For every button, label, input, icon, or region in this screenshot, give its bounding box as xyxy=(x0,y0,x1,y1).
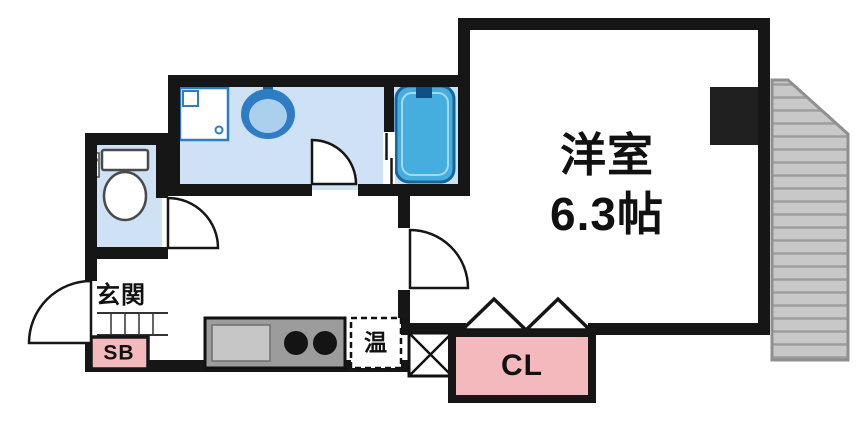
bath-faucet-icon xyxy=(416,87,432,98)
wall-segment xyxy=(358,184,470,196)
bathtub xyxy=(394,84,456,184)
water-heater-label: 温 xyxy=(364,329,388,356)
wall-segment xyxy=(458,18,770,30)
pipe-space xyxy=(407,331,454,378)
folding-door-icon xyxy=(521,296,595,332)
burner-icon xyxy=(313,331,337,355)
sink-basin xyxy=(249,99,287,133)
wall-segment xyxy=(168,184,312,196)
sink xyxy=(241,87,295,139)
shoe-box xyxy=(89,335,150,371)
walls xyxy=(85,18,770,372)
main-room-size-label: 6.3帖 xyxy=(550,188,664,240)
wall-segment xyxy=(758,18,770,335)
wall-segment xyxy=(85,247,168,259)
water-heater-box xyxy=(349,316,403,370)
wall-segment xyxy=(398,190,410,228)
main-room-door-arc xyxy=(408,228,470,290)
burner-icon xyxy=(284,331,308,355)
main-room-name-label: 洋室 xyxy=(560,129,654,181)
shoe-box-label: SB xyxy=(103,341,135,365)
toilet-door-arc xyxy=(166,196,220,250)
kitchen-sink xyxy=(211,324,271,362)
wall-segment xyxy=(384,87,394,132)
kitchen-counter xyxy=(203,316,347,370)
closet-label: CL xyxy=(501,349,543,382)
toilet-bowl xyxy=(102,170,148,222)
door-arcs xyxy=(27,138,470,345)
wall-segment xyxy=(156,133,168,198)
pillar xyxy=(710,87,758,145)
wall-segment xyxy=(168,75,180,190)
folding-door-icon xyxy=(457,296,531,332)
closet-box xyxy=(448,329,596,403)
wall-segment xyxy=(85,133,97,281)
entrance-door-arc xyxy=(27,279,93,345)
wall-segment xyxy=(588,323,770,335)
entrance-label: 玄関 xyxy=(96,282,146,309)
toilet-tank xyxy=(100,148,150,172)
bath-sliding-door xyxy=(383,132,395,184)
washer-drain-icon xyxy=(214,125,224,135)
washroom-door-arc xyxy=(310,138,358,186)
balcony xyxy=(770,78,850,362)
wall-segment xyxy=(168,75,470,87)
wall-segment xyxy=(458,18,470,196)
entrance-step xyxy=(97,312,168,336)
closet-folding-doors xyxy=(457,296,595,332)
pipe-space-cross-icon xyxy=(408,332,453,377)
washer-pan xyxy=(178,86,230,142)
washer-pan-corner xyxy=(182,90,199,107)
